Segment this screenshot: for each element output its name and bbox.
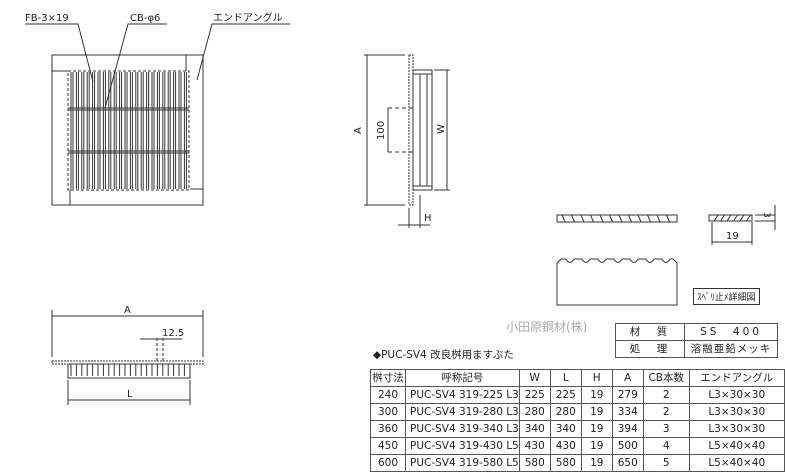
dim-12-5: 12.5 [162, 328, 184, 339]
end-angle-frame [51, 54, 204, 206]
spec-header-cell: H [580, 369, 613, 387]
spec-header-cell: 桝寸法 [370, 369, 406, 387]
spec-cell: 19 [580, 386, 613, 404]
spec-cell: L5×40×40 [688, 454, 785, 472]
dim-19: 19 [726, 231, 739, 242]
spec-cell: 4 [642, 437, 690, 455]
spec-cell: 430 [549, 437, 582, 455]
grating-outline [67, 70, 190, 191]
label-fb: FB-3×19 [25, 13, 69, 24]
spec-cell: 334 [611, 403, 644, 421]
spec-cell: 19 [580, 437, 613, 455]
spec-cell: 600 [370, 454, 406, 472]
treatment-value: 溶融亜鉛メッキ [684, 340, 778, 358]
anti-slip-detail: 19 3 [556, 205, 776, 306]
spec-header-cell: W [518, 369, 551, 387]
dim-w: W [436, 124, 447, 134]
spec-cell: PUC-SV4 319-340 L3 [405, 420, 520, 438]
leader-cb [104, 23, 167, 109]
spec-cell: PUC-SV4 319-580 L5 [405, 454, 520, 472]
spec-header-cell: A [611, 369, 644, 387]
detail-caption: ｽﾍﾞﾘ止ﾒ詳細図 [693, 288, 760, 305]
spec-cell: 3 [642, 420, 690, 438]
spec-cell: 340 [549, 420, 582, 438]
bar-ends [70, 364, 185, 376]
flat-bars [70, 72, 187, 189]
spec-cell: 580 [518, 454, 551, 472]
label-end-angle: エンドアングル [213, 11, 283, 24]
front-view: A 12.5 L [51, 305, 204, 405]
leader-fb [25, 23, 94, 83]
spec-cell: 650 [611, 454, 644, 472]
leader-end-angle [196, 23, 290, 81]
treatment-row: 処 理溶融亜鉛メッキ [615, 340, 778, 358]
material-key: 材 質 [615, 323, 685, 341]
spec-cell: 340 [518, 420, 551, 438]
dim-100: 100 [376, 121, 387, 140]
spec-cell: 360 [370, 420, 406, 438]
spec-cell: 394 [611, 420, 644, 438]
spec-cell: 580 [549, 454, 582, 472]
spec-cell: PUC-SV4 319-430 L5 [405, 437, 520, 455]
spec-cell: 2 [642, 403, 690, 421]
spec-cell: 240 [370, 386, 406, 404]
spec-header-cell: 呼称記号 [405, 369, 520, 387]
spec-cell: 2 [642, 386, 690, 404]
spec-cell: L3×30×30 [688, 420, 785, 438]
spec-cell: PUC-SV4 319-280 L3 [405, 403, 520, 421]
spec-cell: 19 [580, 454, 613, 472]
spec-cell: L3×30×30 [688, 386, 785, 404]
spec-cell: 280 [518, 403, 551, 421]
spec-cell: L5×40×40 [688, 437, 785, 455]
dim-l: L [127, 389, 133, 400]
spec-cell: 300 [370, 403, 406, 421]
notched-bar-profile [556, 258, 678, 306]
spec-cell: 19 [580, 420, 613, 438]
spec-cell: PUC-SV4 319-225 L3 [405, 386, 520, 404]
spec-cell: 500 [611, 437, 644, 455]
top-view-grating: FB-3×19 CB-φ6 エンドアングル [25, 11, 290, 206]
spec-cell: 279 [611, 386, 644, 404]
material-value: SS 400 [684, 323, 778, 341]
spec-cell: 5 [642, 454, 690, 472]
dim-a-front: A [124, 305, 131, 316]
spec-header-cell: CB本数 [642, 369, 690, 387]
dim-3: 3 [761, 212, 771, 218]
label-cb: CB-φ6 [130, 13, 160, 24]
dim-a-side: A [353, 127, 364, 134]
company-name: 小田原鋼材(株) [506, 320, 588, 334]
treatment-key: 処 理 [615, 340, 685, 358]
spec-header-cell: L [549, 369, 582, 387]
spec-cell: 430 [518, 437, 551, 455]
side-view: A 100 W H [353, 54, 450, 228]
dim-h: H [424, 213, 432, 224]
product-title: ◆PUC-SV4 改良桝用ますぶた [373, 349, 514, 361]
spec-cell: L3×30×30 [688, 403, 785, 421]
spec-cell: 19 [580, 403, 613, 421]
spec-cell: 280 [549, 403, 582, 421]
spec-header-cell: エンドアングル [688, 369, 785, 387]
spec-cell: 225 [518, 386, 551, 404]
spec-cell: 225 [549, 386, 582, 404]
spec-cell: 450 [370, 437, 406, 455]
